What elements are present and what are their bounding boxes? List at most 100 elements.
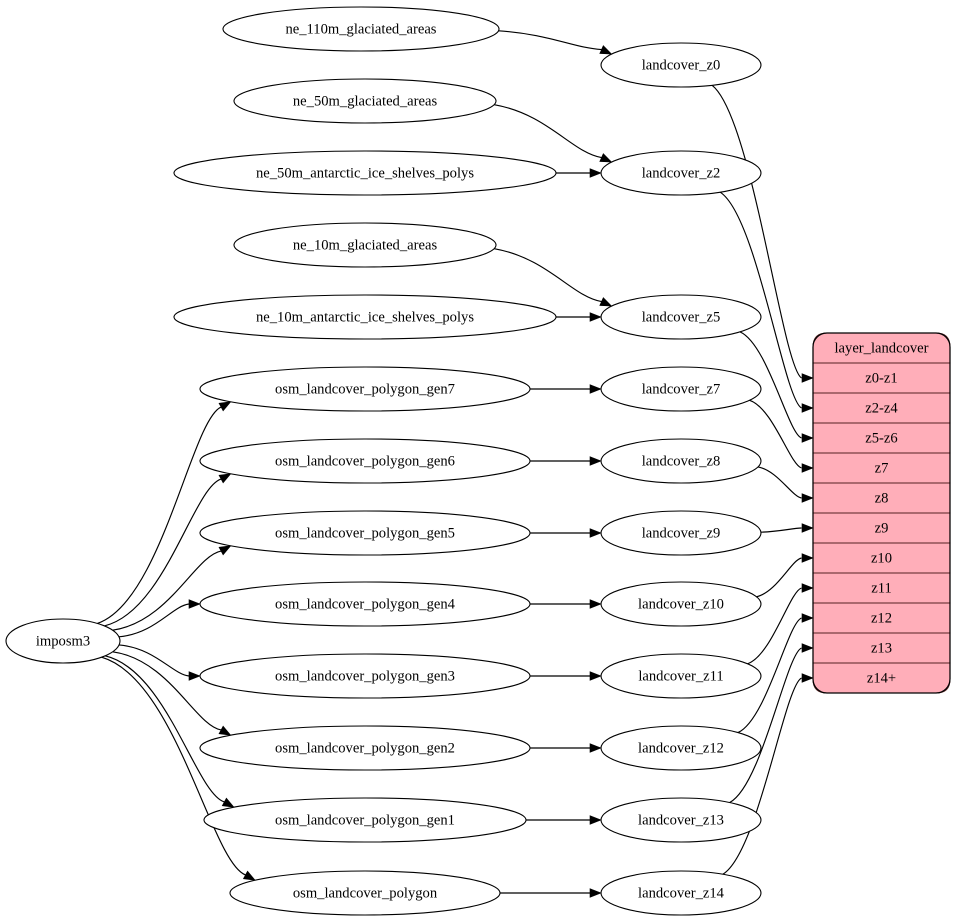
node-landcover_z8[interactable]: landcover_z8 xyxy=(600,438,762,484)
node-landcover_z5[interactable]: landcover_z5 xyxy=(600,294,762,340)
node-landcover_z0[interactable]: landcover_z0 xyxy=(600,42,762,88)
edge-imposm3-to-osm_landcover_polygon_gen4 xyxy=(118,603,190,638)
arrow-head xyxy=(589,671,602,681)
node-landcover_z2[interactable]: landcover_z2 xyxy=(600,150,762,196)
arrow-head xyxy=(218,401,232,412)
arrow-head xyxy=(589,312,602,322)
arrow-head xyxy=(589,743,602,753)
node-landcover_z12[interactable]: landcover_z12 xyxy=(600,725,762,771)
node-label: osm_landcover_polygon_gen7 xyxy=(275,381,455,397)
edge-ne_110m_glaciated_areas-to-landcover_z0 xyxy=(498,30,602,51)
arrow-head xyxy=(188,671,201,681)
node-landcover_z7[interactable]: landcover_z7 xyxy=(600,366,762,412)
node-landcover_z11[interactable]: landcover_z11 xyxy=(600,653,762,699)
node-osm_landcover_polygon_gen1[interactable]: osm_landcover_polygon_gen1 xyxy=(203,797,527,843)
node-shape xyxy=(600,725,762,771)
arrow-head xyxy=(589,456,602,466)
node-shape xyxy=(600,438,762,484)
node-shape xyxy=(600,797,762,843)
node-osm_landcover_polygon_gen7[interactable]: osm_landcover_polygon_gen7 xyxy=(199,366,531,412)
table-row-label: z13 xyxy=(871,640,892,656)
node-ne_50m_glaciated_areas[interactable]: ne_50m_glaciated_areas xyxy=(233,78,497,124)
node-shape xyxy=(203,797,527,843)
node-shape xyxy=(222,6,500,52)
node-label: landcover_z0 xyxy=(642,57,721,73)
node-label: ne_10m_glaciated_areas xyxy=(293,237,438,253)
arrow-head xyxy=(221,797,235,808)
node-label: imposm3 xyxy=(36,633,90,649)
node-shape xyxy=(600,581,762,627)
node-shape xyxy=(199,510,531,556)
node-label: landcover_z8 xyxy=(642,453,721,469)
edge-landcover_z7-to-layer_landcover_z7 xyxy=(749,399,802,469)
node-landcover_z13[interactable]: landcover_z13 xyxy=(600,797,762,843)
node-ne_110m_glaciated_areas[interactable]: ne_110m_glaciated_areas xyxy=(222,6,500,52)
arrow-head xyxy=(218,545,232,556)
arrow-head xyxy=(589,599,602,609)
node-osm_landcover_polygon[interactable]: osm_landcover_polygon xyxy=(229,870,501,916)
arrow-head xyxy=(589,888,602,898)
node-label: landcover_z9 xyxy=(642,525,721,541)
node-ne_10m_antarctic_ice_shelves_polys[interactable]: ne_10m_antarctic_ice_shelves_polys xyxy=(173,294,557,340)
node-landcover_z9[interactable]: landcover_z9 xyxy=(600,510,762,556)
node-shape xyxy=(600,42,762,88)
node-label: osm_landcover_polygon_gen4 xyxy=(275,596,456,612)
edge-landcover_z11-to-layer_landcover_z11 xyxy=(747,587,802,665)
node-ne_10m_glaciated_areas[interactable]: ne_10m_glaciated_areas xyxy=(233,222,497,268)
node-shape xyxy=(199,653,531,699)
node-label: landcover_z7 xyxy=(642,381,721,397)
arrow-head xyxy=(801,673,814,683)
table-row-label: z8 xyxy=(875,490,889,506)
edge-landcover_z12-to-layer_landcover_z12 xyxy=(737,617,802,734)
node-label: landcover_z2 xyxy=(642,165,721,181)
node-shape xyxy=(173,150,557,196)
table-row-label: z0-z1 xyxy=(865,370,897,386)
node-label: landcover_z10 xyxy=(638,596,724,612)
arrow-head xyxy=(589,384,602,394)
node-shape xyxy=(600,294,762,340)
arrow-head xyxy=(599,297,613,307)
edge-landcover_z8-to-layer_landcover_z8 xyxy=(757,466,802,499)
arrow-head xyxy=(801,613,814,623)
node-osm_landcover_polygon_gen2[interactable]: osm_landcover_polygon_gen2 xyxy=(199,725,531,771)
node-label: landcover_z13 xyxy=(638,812,724,828)
arrow-head xyxy=(599,153,613,163)
edge-landcover_z14-to-layer_landcover_z14_ xyxy=(722,677,802,875)
node-ne_50m_antarctic_ice_shelves_polys[interactable]: ne_50m_antarctic_ice_shelves_polys xyxy=(173,150,557,196)
node-label: landcover_z5 xyxy=(642,309,721,325)
node-landcover_z10[interactable]: landcover_z10 xyxy=(600,581,762,627)
table-row-label: z7 xyxy=(875,460,889,476)
node-osm_landcover_polygon_gen3[interactable]: osm_landcover_polygon_gen3 xyxy=(199,653,531,699)
edge-imposm3-to-osm_landcover_polygon_gen6 xyxy=(104,478,222,627)
node-landcover_z14[interactable]: landcover_z14 xyxy=(600,870,762,916)
arrow-head xyxy=(801,463,814,473)
node-label: ne_10m_antarctic_ice_shelves_polys xyxy=(256,309,474,325)
edge-imposm3-to-osm_landcover_polygon xyxy=(101,656,246,876)
node-osm_landcover_polygon_gen6[interactable]: osm_landcover_polygon_gen6 xyxy=(199,438,531,484)
edge-ne_50m_glaciated_areas-to-landcover_z2 xyxy=(494,104,602,159)
node-label: osm_landcover_polygon_gen3 xyxy=(275,668,455,684)
edge-landcover_z10-to-layer_landcover_z10 xyxy=(756,557,802,598)
arrow-head xyxy=(801,403,814,413)
node-imposm3[interactable]: imposm3 xyxy=(5,618,121,664)
table-row-label: z10 xyxy=(871,550,892,566)
node-osm_landcover_polygon_gen5[interactable]: osm_landcover_polygon_gen5 xyxy=(199,510,531,556)
edge-layer xyxy=(97,30,814,898)
arrow-head xyxy=(589,815,602,825)
arrow-head xyxy=(801,583,814,593)
node-label: osm_landcover_polygon_gen6 xyxy=(275,453,455,469)
table-row-label: z2-z4 xyxy=(865,400,898,416)
node-label: landcover_z12 xyxy=(638,740,724,756)
edge-landcover_z9-to-layer_landcover_z9 xyxy=(760,527,802,533)
node-shape xyxy=(199,581,531,627)
node-shape xyxy=(600,653,762,699)
node-label: osm_landcover_polygon_gen2 xyxy=(275,740,455,756)
node-label: ne_50m_glaciated_areas xyxy=(293,93,438,109)
edge-imposm3-to-osm_landcover_polygon_gen7 xyxy=(97,406,222,624)
node-osm_landcover_polygon_gen4[interactable]: osm_landcover_polygon_gen4 xyxy=(199,581,531,627)
node-shape xyxy=(173,294,557,340)
node-label: osm_landcover_polygon_gen1 xyxy=(275,812,455,828)
edge-ne_10m_glaciated_areas-to-landcover_z5 xyxy=(494,248,602,303)
